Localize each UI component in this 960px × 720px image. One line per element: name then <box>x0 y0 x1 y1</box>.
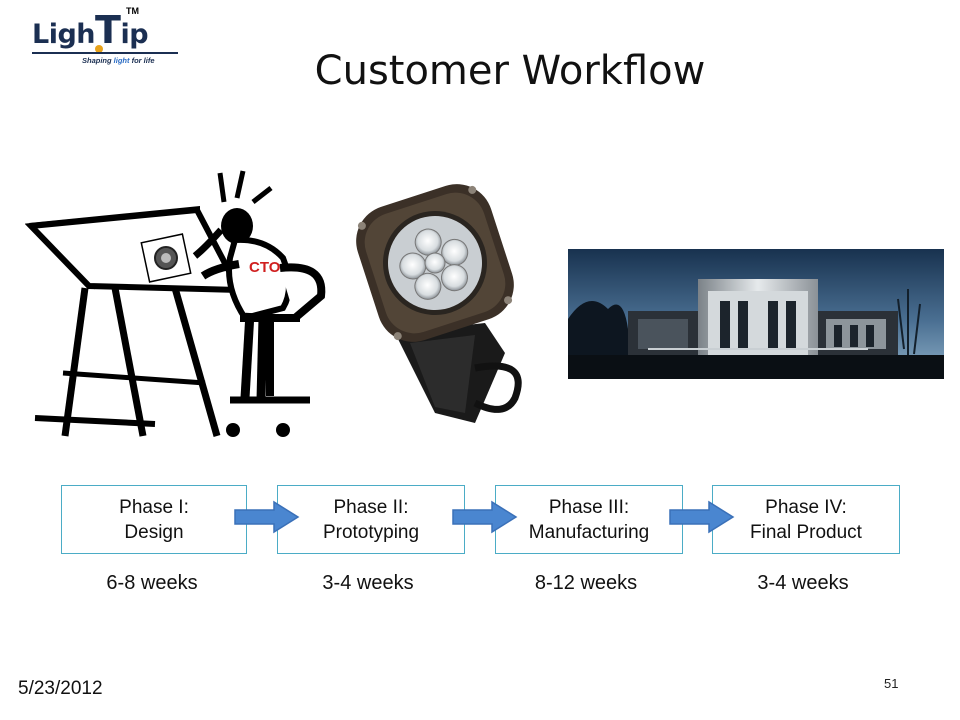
logo-word-t: T <box>95 8 121 52</box>
phase-name: Phase II: <box>333 496 409 518</box>
led-floodlight-photo <box>356 184 522 423</box>
tagline-part-3: for life <box>129 56 155 65</box>
phase-box-prototyping: Phase II: Prototyping <box>277 485 465 554</box>
tagline-part-2: light <box>113 56 130 65</box>
logo-wordmark: LighTip <box>32 8 149 52</box>
logo-trademark: TM <box>126 6 139 16</box>
right-arrow-icon <box>669 500 735 534</box>
phase-box-final-product: Phase IV: Final Product <box>712 485 900 554</box>
phase-sub: Prototyping <box>322 521 420 543</box>
phase-box-design: Phase I: Design <box>61 485 247 554</box>
lighttip-logo: LighTip TM Shaping light for life <box>30 2 180 70</box>
phase-name: Phase I: <box>119 496 189 518</box>
lit-building-photo <box>568 249 944 379</box>
bulb-dot-icon <box>95 45 103 53</box>
logo-tagline: Shaping light for life <box>82 56 155 65</box>
duration-final-product: 3-4 weeks <box>757 572 849 594</box>
logo-word-end: ip <box>120 19 149 50</box>
footer-date: 5/23/2012 <box>18 678 103 699</box>
duration-prototyping: 3-4 weeks <box>322 572 414 594</box>
shirt-label: CTO <box>249 259 281 276</box>
slide-number: 51 <box>884 676 899 691</box>
logo-divider <box>32 52 178 54</box>
phase-name: Phase IV: <box>765 496 847 518</box>
logo-word-start: Ligh <box>32 19 96 50</box>
duration-manufacturing: 8-12 weeks <box>534 572 638 594</box>
phase-box-manufacturing: Phase III: Manufacturing <box>495 485 683 554</box>
phase-sub: Manufacturing <box>528 521 650 543</box>
phase-sub: Final Product <box>750 521 862 543</box>
phase-name: Phase III: <box>548 496 630 518</box>
page-title: Customer Workflow <box>314 48 706 94</box>
phase-sub: Design <box>124 521 184 543</box>
drafting-table-clipart: CTO <box>25 170 326 437</box>
tagline-part-1: Shaping <box>82 56 114 65</box>
right-arrow-icon <box>234 500 300 534</box>
right-arrow-icon <box>452 500 518 534</box>
duration-design: 6-8 weeks <box>106 572 198 594</box>
